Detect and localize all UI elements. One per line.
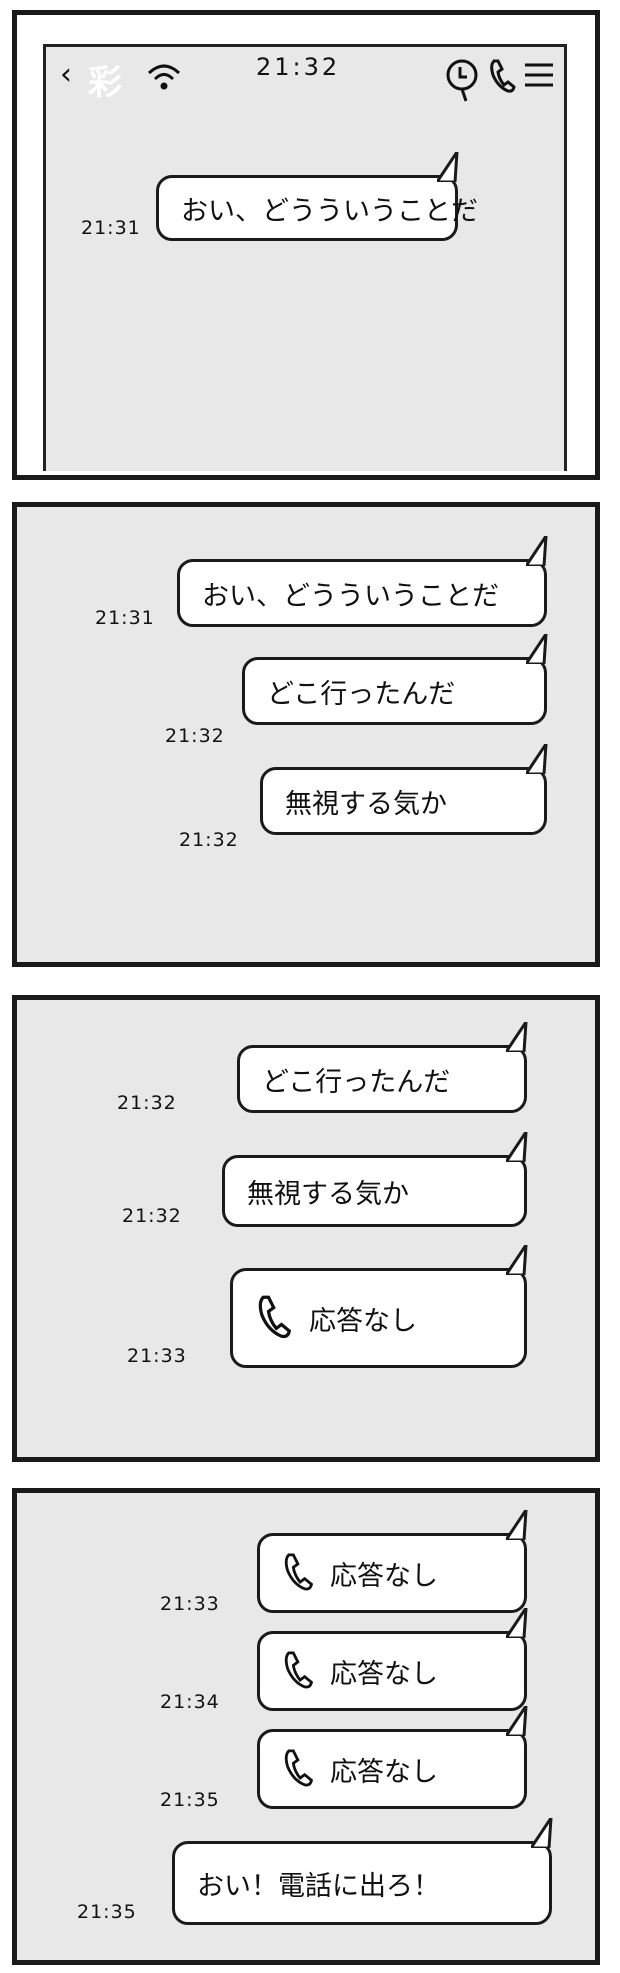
phone-icon <box>284 1553 314 1591</box>
comic-panel-3: 21:32 どこ行ったんだ 21:32 無視する気か 21:33 応答なし <box>12 995 600 1462</box>
message-time: 21:33 <box>160 1593 220 1615</box>
message-bubble: 無視する気か <box>260 744 548 835</box>
message-time: 21:32 <box>179 829 239 851</box>
message-text: おい、どうういうことだ <box>202 580 499 612</box>
message-time: 21:33 <box>127 1345 187 1367</box>
message-text: 応答なし <box>309 1305 417 1337</box>
bubble-tail <box>526 536 548 566</box>
bubble-tail <box>526 634 548 664</box>
message-text: 応答なし <box>330 1756 438 1788</box>
bubble-tail <box>506 1608 528 1638</box>
message-text: 応答なし <box>330 1560 438 1592</box>
message-time: 21:34 <box>160 1691 220 1713</box>
message-bubble: おい、どうういうことだ <box>177 536 548 627</box>
message-text: 応答なし <box>330 1658 438 1690</box>
bubble-tail <box>506 1510 528 1540</box>
chat-header: ‹ 彩 21:32 <box>46 47 564 107</box>
missed-call-bubble: 応答なし <box>257 1608 528 1711</box>
message-text: おい！電話に出ろ！ <box>197 1870 440 1902</box>
missed-call-bubble: 応答なし <box>257 1510 528 1613</box>
message-text: どこ行ったんだ <box>262 1066 451 1098</box>
bubble-tail <box>506 1022 528 1052</box>
message-text: 無視する気か <box>247 1178 409 1210</box>
message-text: 無視する気か <box>285 788 447 820</box>
search-icon[interactable] <box>444 57 484 107</box>
menu-icon[interactable] <box>522 57 556 91</box>
bubble-tail <box>437 152 459 182</box>
contact-name: 彩 <box>88 63 122 103</box>
bubble-tail <box>506 1706 528 1736</box>
phone-icon <box>284 1749 314 1787</box>
message-time: 21:31 <box>81 217 141 239</box>
message-time: 21:32 <box>122 1205 182 1227</box>
status-clock: 21:32 <box>256 53 341 81</box>
message-time: 21:35 <box>160 1789 220 1811</box>
missed-call-bubble: 応答なし <box>257 1706 528 1809</box>
bubble-tail <box>506 1245 528 1275</box>
chat-screen: ‹ 彩 21:32 21:31 おい、どうういうことだ <box>43 44 567 471</box>
phone-icon[interactable] <box>488 57 518 97</box>
message-text: おい、どうういうことだ <box>181 195 478 227</box>
message-bubble: 無視する気か <box>222 1132 528 1227</box>
comic-panel-2: 21:31 おい、どうういうことだ 21:32 どこ行ったんだ 21:32 無視… <box>12 502 600 967</box>
message-time: 21:31 <box>95 607 155 629</box>
chevron-left-icon[interactable]: ‹ <box>60 57 72 92</box>
comic-panel-4: 21:33 応答なし 21:34 応答なし 21:35 応答なし 21:35 お… <box>12 1488 600 1965</box>
phone-icon <box>284 1651 314 1689</box>
message-bubble: どこ行ったんだ <box>242 634 548 725</box>
message-time: 21:35 <box>77 1901 137 1923</box>
message-bubble: おい、どうういうことだ <box>156 152 478 241</box>
message-bubble: どこ行ったんだ <box>237 1022 528 1113</box>
message-time: 21:32 <box>117 1092 177 1114</box>
message-time: 21:32 <box>165 725 225 747</box>
message-text: どこ行ったんだ <box>267 678 456 710</box>
bubble-tail <box>526 744 548 774</box>
missed-call-bubble: 応答なし <box>230 1245 528 1368</box>
bubble-tail <box>506 1132 528 1162</box>
wifi-icon <box>147 64 181 90</box>
bubble-tail <box>531 1818 553 1848</box>
comic-panel-1: ‹ 彩 21:32 21:31 おい、どうういうことだ <box>12 10 600 480</box>
message-bubble: おい！電話に出ろ！ <box>172 1818 553 1925</box>
phone-icon <box>258 1295 292 1339</box>
